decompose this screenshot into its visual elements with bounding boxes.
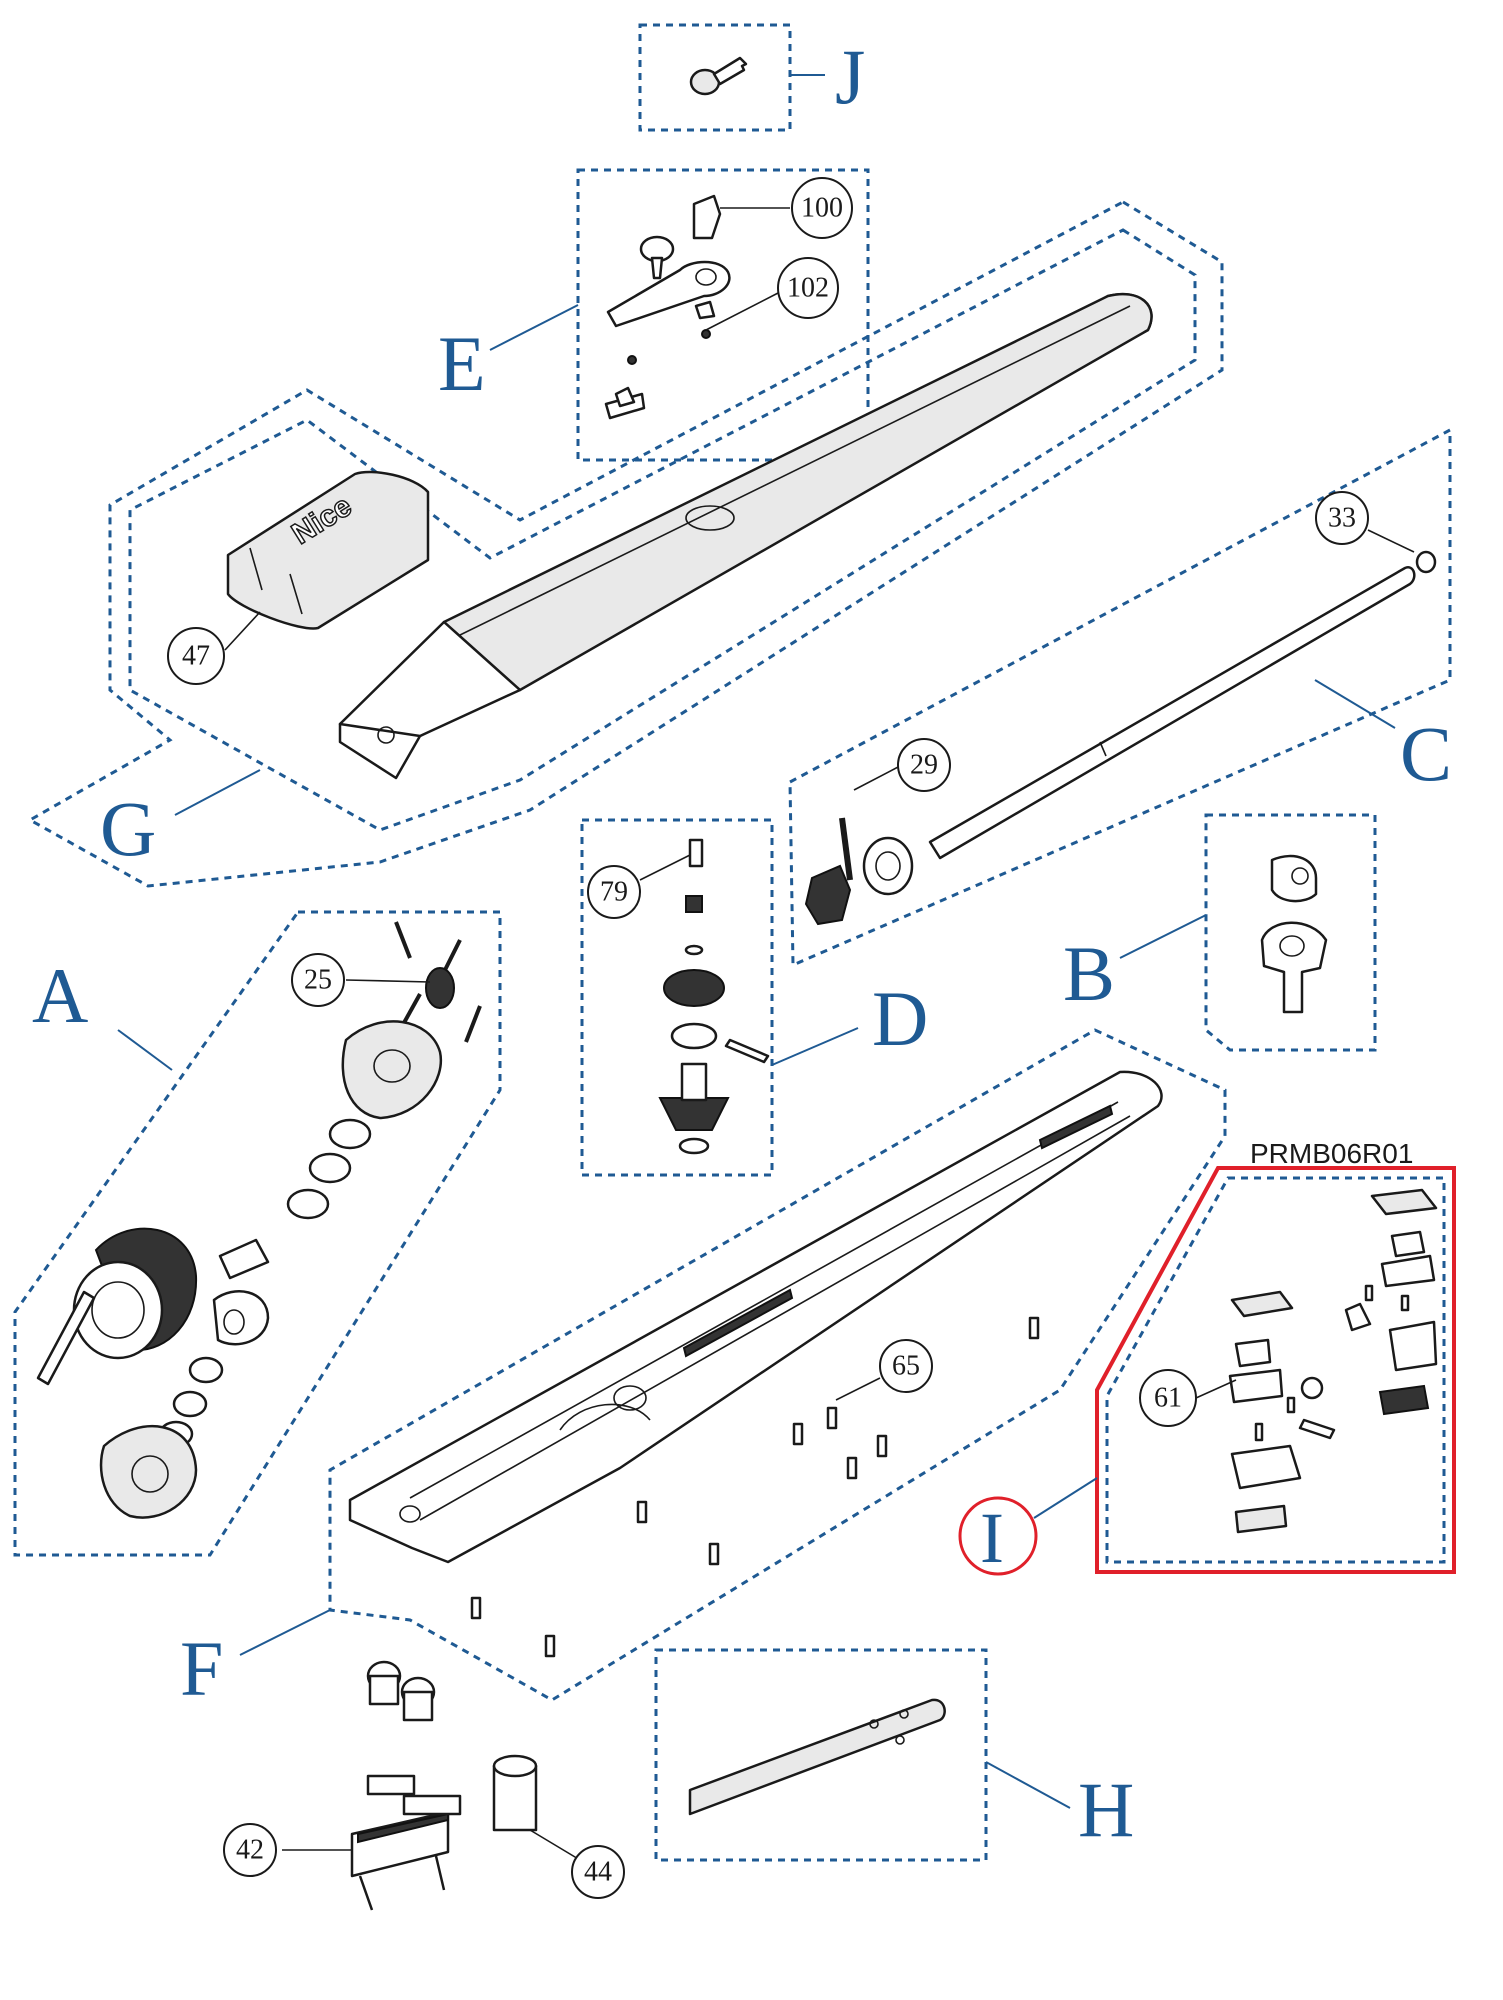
group-a-outline (13, 910, 502, 1557)
motor-part (36, 921, 482, 1519)
group-label-b: B (1063, 930, 1115, 1017)
group-b-outline (1204, 813, 1377, 1052)
group-i-label-ring (958, 1496, 1038, 1576)
part-number-65: 65 (892, 1351, 920, 1382)
group-f-outline (328, 1028, 1227, 1702)
part-number-102: 102 (787, 273, 829, 304)
release-lever-part (604, 194, 731, 420)
group-j: J (638, 23, 865, 132)
group-g: Nice 47 G (26, 200, 1224, 888)
group-label-j: J (835, 33, 865, 120)
group-c: 29 33 C (788, 427, 1452, 968)
group-h-outline (654, 1648, 988, 1862)
group-j-outline (638, 23, 792, 132)
limit-switch-parts (1228, 1188, 1438, 1534)
group-d: 79 D (580, 818, 928, 1177)
part-number-100: 100 (801, 193, 843, 224)
group-label-f: F (180, 1625, 223, 1712)
capacitor-part (492, 1754, 538, 1832)
part-number-25: 25 (304, 965, 332, 996)
group-i-outline (1105, 1176, 1446, 1564)
cover-part (338, 292, 1153, 780)
group-a: 25 A (13, 910, 502, 1557)
group-label-a: A (32, 952, 88, 1039)
terminal-block-part (350, 1774, 462, 1911)
base-screws (470, 1316, 1040, 1658)
group-c-outline (788, 427, 1452, 968)
group-b: B (1063, 813, 1377, 1052)
group-label-e: E (438, 320, 486, 407)
part-number-47: 47 (182, 641, 210, 672)
part-number-42: 42 (236, 1835, 264, 1866)
mounting-plate-part (688, 1698, 946, 1816)
group-e-outline (576, 168, 870, 462)
gear-stack-part (658, 838, 770, 1155)
cable-gland-part (366, 1660, 436, 1722)
lid-part: Nice (226, 470, 430, 630)
group-i: PRMB06R01 61 I (958, 1138, 1456, 1578)
group-label-d: D (872, 975, 928, 1062)
group-h: H (654, 1648, 1134, 1862)
key-part (689, 56, 748, 96)
part-number-79: 79 (600, 877, 628, 908)
drive-shaft-part (804, 550, 1437, 926)
group-label-c: C (1400, 710, 1452, 797)
bracket-part (1260, 854, 1328, 1014)
group-f: 65 F (180, 1028, 1227, 1712)
kit-code-label: PRMB06R01 (1250, 1138, 1413, 1169)
group-label-g: G (100, 785, 156, 872)
kit-highlight-box (1095, 1166, 1456, 1574)
group-label-h: H (1078, 1766, 1134, 1853)
group-g-outer-outline (26, 200, 1224, 888)
part-number-29: 29 (910, 750, 938, 781)
part-number-33: 33 (1328, 503, 1356, 534)
base-housing-part (348, 1070, 1163, 1658)
part-number-61: 61 (1154, 1383, 1182, 1414)
group-label-i: I (980, 1498, 1004, 1578)
group-e: 100 102 E (438, 168, 870, 462)
loose-parts: 42 44 (223, 1660, 625, 1911)
group-d-outline (580, 818, 774, 1177)
part-number-44: 44 (584, 1857, 612, 1888)
